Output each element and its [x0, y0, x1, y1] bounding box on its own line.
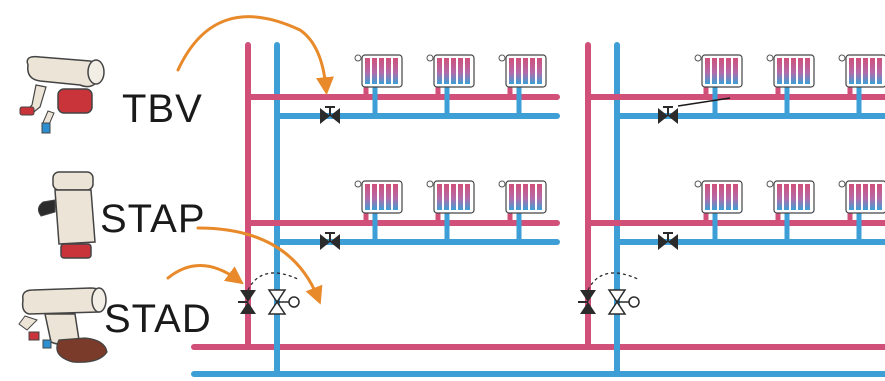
- radiator-icon: [766, 54, 815, 88]
- stap-valve-icon: [37, 171, 96, 259]
- stad-label: STAD: [104, 297, 212, 341]
- radiator-icon: [766, 180, 815, 214]
- tbv-branch-valve-icon: [319, 106, 341, 125]
- tbv-branch-valve-icon: [657, 106, 679, 125]
- tbv-arrow: [176, 15, 334, 96]
- pointer-arrows: [166, 15, 334, 305]
- radiator-icon: [426, 54, 475, 88]
- radiator-icon: [354, 180, 403, 214]
- stap-branch-valve-icon: [657, 232, 679, 251]
- radiator-icon: [838, 180, 885, 214]
- radiator-icon: [498, 54, 547, 88]
- radiator-icon: [694, 54, 743, 88]
- riser-right: [577, 42, 885, 377]
- stap-label: STAP: [100, 197, 206, 241]
- radiator-icon: [498, 180, 547, 214]
- riser-left: [237, 42, 560, 377]
- radiator-icon: [426, 180, 475, 214]
- main-pipes: [191, 344, 885, 377]
- riser-return-valve-icon: [608, 289, 640, 315]
- riser-supply-valve-icon: [237, 289, 257, 315]
- stad-arrow: [166, 264, 244, 285]
- tbv-label: TBV: [122, 87, 203, 131]
- stap-arrow: [196, 226, 323, 305]
- riser-return-valve-icon: [268, 289, 300, 315]
- stap-branch-valve-icon: [319, 232, 341, 251]
- stad-valve-icon: [18, 287, 108, 363]
- tbv-valve-icon: [19, 55, 105, 134]
- radiator-icon: [838, 54, 885, 88]
- riser-supply-valve-icon: [577, 289, 597, 315]
- radiator-icon: [354, 54, 403, 88]
- radiator-icon: [694, 180, 743, 214]
